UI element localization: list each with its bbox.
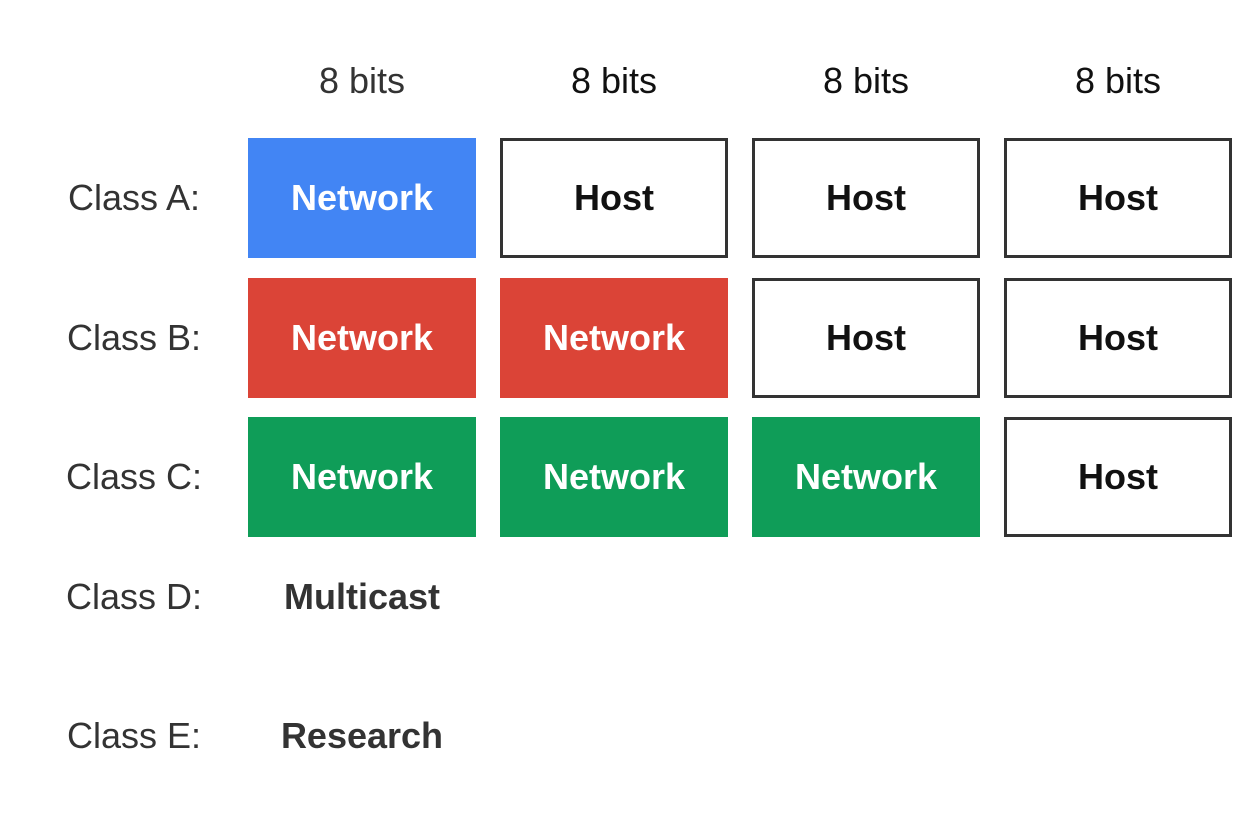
class-a-octet-3: Host: [752, 138, 980, 258]
column-header-2: 8 bits: [570, 60, 658, 101]
column-header-1: 8 bits: [318, 60, 406, 101]
class-e-use: Research: [280, 715, 444, 756]
class-c-octet-3: Network: [752, 417, 980, 537]
class-d-label: Class D:: [65, 576, 203, 617]
class-a-label: Class A:: [67, 177, 201, 218]
column-header-4: 8 bits: [1074, 60, 1162, 101]
class-b-octet-1: Network: [248, 278, 476, 398]
class-b-octet-3: Host: [752, 278, 980, 398]
class-a-octet-4: Host: [1004, 138, 1232, 258]
class-c-octet-2: Network: [500, 417, 728, 537]
class-d-use: Multicast: [283, 576, 441, 617]
class-c-octet-4: Host: [1004, 417, 1232, 537]
class-e-label: Class E:: [66, 715, 202, 756]
class-c-label: Class C:: [65, 456, 203, 497]
class-b-label: Class B:: [66, 317, 202, 358]
class-b-octet-4: Host: [1004, 278, 1232, 398]
column-header-3: 8 bits: [822, 60, 910, 101]
class-c-octet-1: Network: [248, 417, 476, 537]
class-a-octet-2: Host: [500, 138, 728, 258]
class-a-octet-1: Network: [248, 138, 476, 258]
class-b-octet-2: Network: [500, 278, 728, 398]
